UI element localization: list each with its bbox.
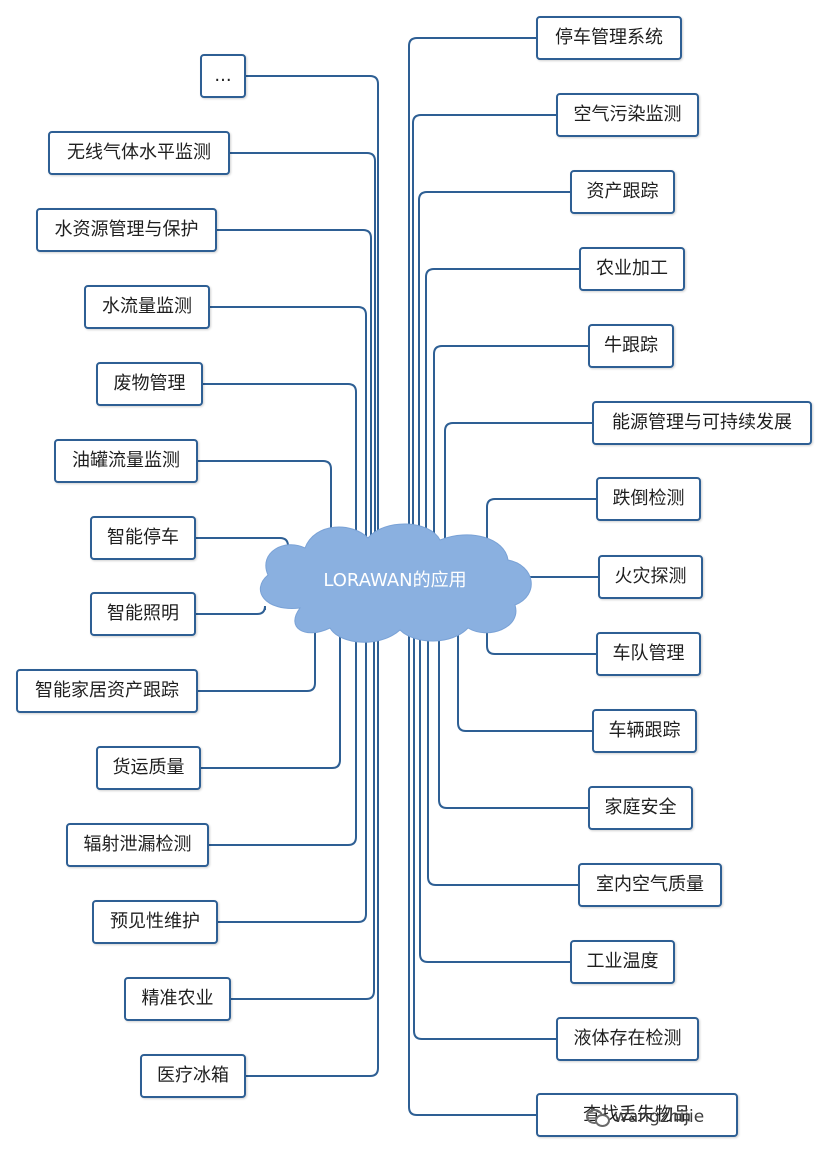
right-node-7[interactable]: 跌倒检测	[596, 477, 701, 521]
connector-left-12	[218, 610, 367, 923]
wechat-icon	[586, 1107, 610, 1127]
connector-left-14	[246, 610, 379, 1077]
connector-right-12	[427, 610, 578, 886]
right-node-11[interactable]: 家庭安全	[588, 786, 693, 830]
left-node-label: 无线气体水平监测	[67, 142, 211, 163]
left-node-11[interactable]: 辐射泄漏检测	[66, 823, 209, 867]
right-node-9[interactable]: 车队管理	[596, 632, 701, 676]
left-node-14[interactable]: 医疗冰箱	[140, 1054, 246, 1098]
left-node-label: 油罐流量监测	[72, 450, 180, 471]
left-node-13[interactable]: 精准农业	[124, 977, 231, 1021]
connector-right-1	[408, 37, 536, 560]
right-node-label: 家庭安全	[604, 797, 677, 818]
connector-right-7	[486, 498, 596, 560]
right-node-label: 停车管理系统	[555, 27, 663, 48]
connector-right-4	[425, 268, 579, 560]
right-node-5[interactable]: 牛跟踪	[588, 324, 674, 368]
watermark: wangzhijie	[586, 1103, 704, 1131]
left-node-label: 水资源管理与保护	[54, 219, 199, 240]
right-node-2[interactable]: 空气污染监测	[556, 93, 699, 137]
connector-left-10	[201, 610, 341, 769]
right-node-6[interactable]: 能源管理与可持续发展	[592, 401, 812, 445]
right-node-3[interactable]: 资产跟踪	[570, 170, 675, 214]
connector-right-2	[412, 114, 556, 560]
right-node-label: 牛跟踪	[604, 335, 658, 356]
right-node-13[interactable]: 工业温度	[570, 940, 675, 984]
left-node-3[interactable]: 水资源管理与保护	[36, 208, 217, 252]
right-node-label: 资产跟踪	[586, 181, 659, 202]
left-node-9[interactable]: 智能家居资产跟踪	[16, 669, 198, 713]
connector-right-14	[413, 610, 556, 1040]
connector-left-3	[217, 229, 372, 560]
left-node-4[interactable]: 水流量监测	[84, 285, 210, 329]
connector-lines	[196, 37, 598, 1116]
left-node-label: 智能照明	[107, 603, 179, 624]
left-node-label: 水流量监测	[102, 296, 192, 317]
connector-right-5	[433, 345, 588, 560]
left-node-label: 货运质量	[112, 757, 185, 778]
left-node-label: 精准农业	[141, 988, 214, 1009]
connector-left-4	[210, 306, 367, 560]
left-node-label: 预见性维护	[110, 911, 200, 932]
connector-left-6	[198, 460, 332, 560]
left-node-label: 辐射泄漏检测	[83, 834, 192, 855]
connector-left-1	[246, 75, 379, 560]
right-node-8[interactable]: 火灾探测	[598, 555, 703, 599]
right-node-label: 火灾探测	[614, 566, 687, 587]
right-node-1[interactable]: 停车管理系统	[536, 16, 682, 60]
right-node-label: 工业温度	[586, 951, 659, 972]
connector-right-13	[419, 610, 570, 963]
connector-right-10	[457, 610, 592, 732]
left-node-10[interactable]: 货运质量	[96, 746, 201, 790]
left-node-6[interactable]: 油罐流量监测	[54, 439, 198, 483]
connector-left-8	[196, 605, 266, 615]
connector-left-13	[231, 610, 375, 1000]
right-node-label: 农业加工	[596, 258, 668, 279]
left-node-8[interactable]: 智能照明	[90, 592, 196, 636]
left-node-5[interactable]: 废物管理	[96, 362, 203, 406]
connector-right-9	[486, 610, 596, 655]
connector-right-11	[438, 610, 588, 809]
right-node-12[interactable]: 室内空气质量	[578, 863, 722, 907]
connector-right-3	[418, 191, 570, 560]
connector-right-15	[408, 610, 536, 1116]
left-node-label: 废物管理	[113, 373, 186, 394]
left-node-7[interactable]: 智能停车	[90, 516, 196, 560]
right-node-label: 室内空气质量	[596, 874, 704, 895]
right-node-14[interactable]: 液体存在检测	[556, 1017, 699, 1061]
connector-left-9	[198, 610, 316, 692]
connector-right-6	[444, 422, 592, 560]
center-label: LORAWAN的应用	[323, 570, 467, 591]
right-node-label: 能源管理与可持续发展	[612, 412, 792, 433]
right-node-10[interactable]: 车辆跟踪	[592, 709, 697, 753]
left-node-2[interactable]: 无线气体水平监测	[48, 131, 230, 175]
right-node-label: 液体存在检测	[573, 1028, 682, 1049]
left-node-label: ...	[214, 65, 232, 86]
left-node-label: 医疗冰箱	[157, 1065, 229, 1086]
watermark-text: wangzhijie	[614, 1107, 705, 1127]
left-node-12[interactable]: 预见性维护	[92, 900, 218, 944]
left-node-label: 智能停车	[107, 527, 179, 548]
right-node-label: 跌倒检测	[612, 488, 685, 509]
right-node-label: 空气污染监测	[573, 104, 682, 125]
connector-left-11	[209, 610, 357, 846]
right-node-label: 车队管理	[612, 643, 685, 664]
left-node-label: 智能家居资产跟踪	[35, 680, 179, 701]
connector-left-5	[203, 383, 357, 560]
right-node-label: 车辆跟踪	[608, 720, 681, 741]
right-node-15[interactable]: 查找丢失物品	[536, 1093, 738, 1137]
right-node-4[interactable]: 农业加工	[579, 247, 685, 291]
connector-left-2	[230, 152, 376, 560]
right-node-label: 查找丢失物品	[583, 1104, 691, 1125]
left-node-1[interactable]: ...	[200, 54, 246, 98]
center-cloud	[259, 523, 532, 643]
